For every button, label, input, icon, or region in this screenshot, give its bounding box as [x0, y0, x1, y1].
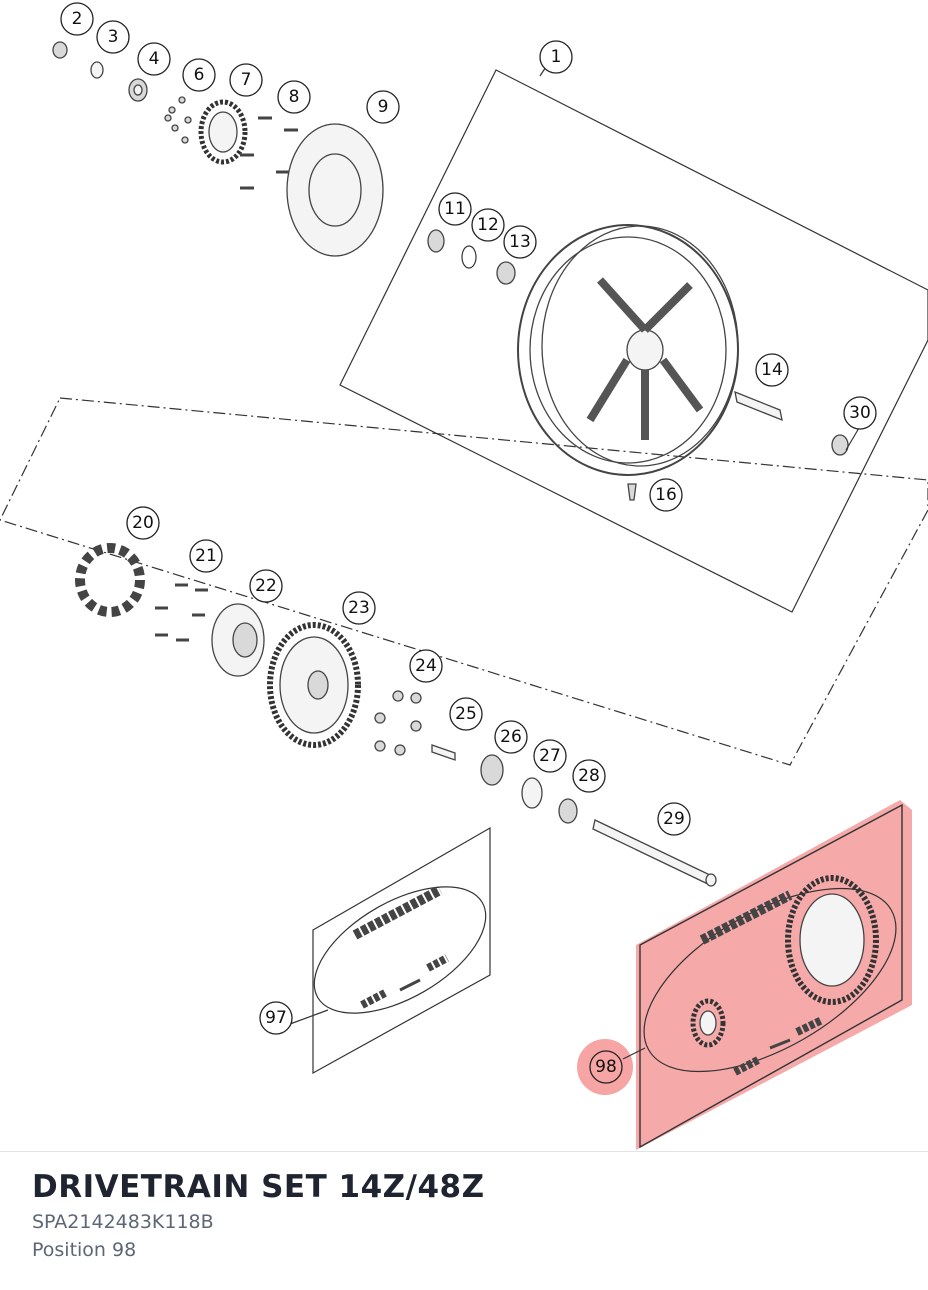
bearing-2 [52, 41, 68, 59]
svg-text:8: 8 [289, 87, 300, 107]
kit-98-frame [639, 803, 903, 1149]
sprocket-23 [267, 622, 361, 748]
carrier-22 [211, 603, 265, 677]
svg-text:29: 29 [663, 809, 685, 829]
svg-text:21: 21 [195, 546, 217, 566]
svg-text:4: 4 [149, 49, 160, 69]
callout-25[interactable]: 25 [449, 697, 483, 731]
svg-text:20: 20 [132, 513, 154, 533]
part-number: SPA2142483K118B [32, 1211, 214, 1233]
svg-text:25: 25 [455, 704, 477, 724]
callout-20[interactable]: 20 [126, 506, 160, 540]
svg-text:28: 28 [578, 766, 600, 786]
callout-21[interactable]: 21 [189, 539, 223, 573]
callout-3[interactable]: 3 [96, 20, 130, 54]
brake-disc-9 [286, 123, 384, 257]
callout-7[interactable]: 7 [229, 63, 263, 97]
callout-29[interactable]: 29 [657, 802, 691, 836]
exploded-parts-diagram: 2 3 4 6 7 8 9 1 11 12 13 14 30 16 20 21 … [0, 2, 928, 1150]
svg-text:26: 26 [500, 727, 522, 747]
sprocket-7 [198, 99, 248, 165]
spacer-14 [734, 390, 783, 422]
callout-9[interactable]: 9 [366, 90, 400, 124]
callout-6[interactable]: 6 [182, 58, 216, 92]
part-position: Position 98 [32, 1239, 137, 1261]
svg-text:22: 22 [255, 576, 277, 596]
callout-2[interactable]: 2 [60, 2, 94, 36]
spacer-28 [558, 798, 578, 824]
rear-wheel [517, 224, 739, 476]
callout-98[interactable]: 98 [589, 1050, 623, 1084]
spacer-25 [431, 744, 456, 761]
divider [0, 1151, 928, 1152]
callout-27[interactable]: 27 [533, 739, 567, 773]
svg-text:6: 6 [194, 65, 205, 85]
nuts-24 [374, 690, 422, 756]
callout-28[interactable]: 28 [572, 759, 606, 793]
kit-98-contents [690, 875, 879, 1076]
bolts-21 [155, 583, 208, 642]
svg-text:12: 12 [477, 215, 499, 235]
callout-97[interactable]: 97 [259, 1001, 293, 1035]
bearing-13 [496, 261, 516, 285]
svg-text:7: 7 [241, 70, 252, 90]
bearing-26 [480, 754, 504, 786]
svg-text:98: 98 [595, 1057, 617, 1077]
hub-frame [0, 397, 928, 766]
svg-text:13: 13 [509, 232, 531, 252]
callout-8[interactable]: 8 [277, 80, 311, 114]
callout-16[interactable]: 16 [649, 478, 683, 512]
callout-22[interactable]: 22 [249, 569, 283, 603]
svg-text:23: 23 [348, 598, 370, 618]
svg-text:30: 30 [849, 403, 871, 423]
ring-27 [521, 777, 543, 809]
axle-29 [592, 819, 717, 887]
svg-text:1: 1 [551, 47, 562, 67]
part-name: DRIVETRAIN SET 14Z/48Z [32, 1169, 485, 1205]
nuts-6 [164, 96, 192, 144]
svg-text:3: 3 [108, 27, 119, 47]
bolts-8 [240, 116, 298, 190]
callout-14[interactable]: 14 [755, 353, 789, 387]
valve-16 [627, 483, 637, 501]
part-info-panel: DRIVETRAIN SET 14Z/48Z SPA2142483K118B P… [32, 1166, 908, 1264]
callout-13[interactable]: 13 [503, 225, 537, 259]
svg-text:11: 11 [444, 199, 466, 219]
svg-text:14: 14 [761, 360, 783, 380]
bearing-4 [128, 78, 148, 102]
svg-text:2: 2 [72, 9, 83, 29]
svg-text:27: 27 [539, 746, 561, 766]
svg-text:24: 24 [415, 656, 437, 676]
svg-text:9: 9 [378, 97, 389, 117]
callout-1[interactable]: 1 [539, 40, 573, 74]
callout-26[interactable]: 26 [494, 720, 528, 754]
callout-12[interactable]: 12 [471, 208, 505, 242]
svg-text:16: 16 [655, 485, 677, 505]
spacer-30 [831, 434, 849, 456]
callout-24[interactable]: 24 [409, 649, 443, 683]
circlip-12 [461, 245, 477, 269]
ring-3 [90, 61, 104, 79]
seal-11 [427, 229, 445, 253]
callout-11[interactable]: 11 [438, 192, 472, 226]
callout-23[interactable]: 23 [342, 591, 376, 625]
wheel-frame [339, 69, 928, 613]
callout-4[interactable]: 4 [137, 42, 171, 76]
svg-text:97: 97 [265, 1008, 287, 1028]
callout-30[interactable]: 30 [843, 396, 877, 430]
chain-97 [352, 885, 449, 1009]
damper-20 [75, 543, 145, 617]
kit-97-frame [312, 826, 491, 1075]
highlight-area-98[interactable] [577, 800, 912, 1150]
